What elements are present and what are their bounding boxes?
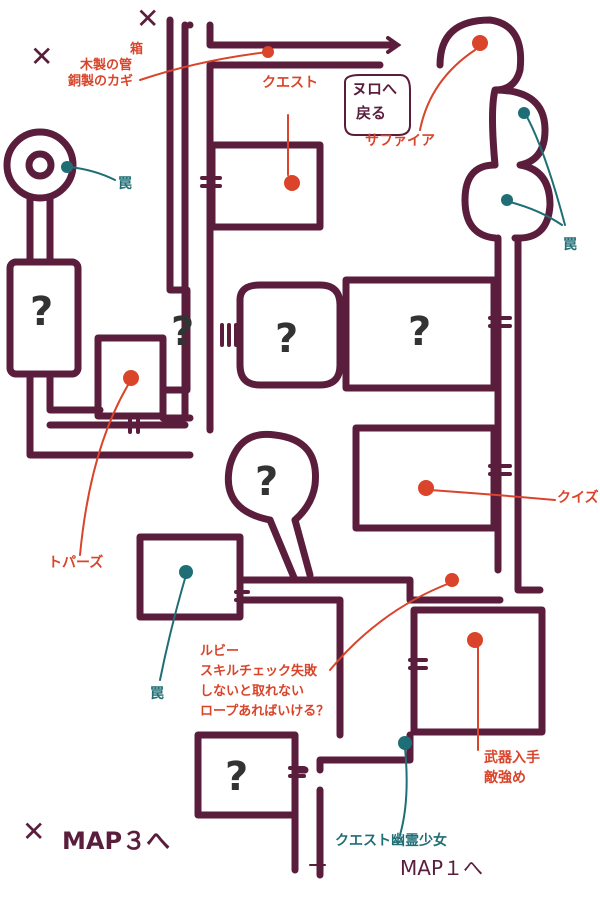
cross-icon: ✕ bbox=[30, 40, 54, 73]
bottom-corridor bbox=[291, 731, 414, 879]
unknown-corridor: ? bbox=[171, 309, 194, 355]
label-trap-left: 罠 bbox=[118, 176, 132, 192]
lead-sapphire bbox=[419, 49, 476, 131]
weapon-marker bbox=[467, 632, 483, 648]
room-center-round bbox=[236, 281, 344, 389]
label-box: 箱 bbox=[130, 42, 144, 57]
topaz-marker bbox=[123, 370, 139, 386]
lead-quiz bbox=[429, 489, 556, 501]
label-ruby-4: ロープあればいける？ bbox=[200, 704, 330, 719]
unknown-center-right: ? bbox=[408, 309, 431, 355]
link-map3[interactable]: MAP３へ bbox=[62, 827, 171, 855]
label-back-1: ヌロへ bbox=[352, 80, 398, 98]
balloon-corridor bbox=[266, 516, 314, 584]
round-room-top-left bbox=[3, 128, 77, 202]
sign-bubble bbox=[344, 74, 411, 136]
label-copper-key: 銅製のカギ bbox=[68, 74, 134, 89]
label-back-2: 戻る bbox=[356, 104, 387, 122]
left-corridor bbox=[26, 194, 194, 459]
mid-corridor bbox=[236, 576, 504, 739]
label-weapon-1: 武器入手 bbox=[484, 750, 540, 766]
lead-trap-bottom bbox=[159, 574, 187, 681]
label-quest: クエスト bbox=[262, 75, 318, 91]
lead-ruby bbox=[329, 582, 451, 671]
room-balloon bbox=[224, 430, 319, 524]
lead-trap-right bbox=[509, 114, 566, 226]
unknown-balloon: ? bbox=[255, 459, 278, 505]
trap-ring bbox=[25, 150, 55, 180]
cross-icon: ✕ bbox=[22, 815, 46, 848]
trap-marker-right-2 bbox=[501, 194, 513, 206]
label-ruby-2: スキルチェック失敗 bbox=[200, 664, 318, 679]
lead-trap-left bbox=[69, 166, 116, 181]
unknown-bottom: ? bbox=[225, 754, 248, 800]
sapphire-marker bbox=[472, 35, 488, 51]
unknown-left: ? bbox=[30, 289, 53, 335]
trap-marker-left bbox=[61, 161, 73, 173]
ghost-marker bbox=[398, 736, 412, 750]
right-corridor bbox=[494, 234, 544, 594]
right-round-rooms bbox=[436, 16, 554, 242]
topaz-corridor bbox=[159, 16, 194, 422]
door-center bbox=[220, 323, 238, 347]
room-quest bbox=[208, 141, 324, 231]
unknown-center-round: ? bbox=[275, 316, 298, 362]
top-corridor bbox=[186, 21, 394, 434]
label-wood-pipe: 木製の管 bbox=[80, 58, 133, 73]
quiz-marker bbox=[418, 480, 434, 496]
label-sapphire: サファイア bbox=[365, 133, 435, 149]
quest-marker bbox=[284, 175, 300, 191]
room-quiz bbox=[352, 424, 498, 532]
label-quiz: クイズ bbox=[557, 490, 599, 506]
room-left-unknown bbox=[6, 258, 82, 378]
label-quest-ghost: クエスト幽霊少女 bbox=[335, 833, 447, 849]
label-ruby-3: しないと取れない bbox=[200, 684, 305, 699]
link-map1[interactable]: MAP１へ bbox=[400, 856, 483, 880]
label-topaz: トパーズ bbox=[48, 555, 104, 571]
lead-topaz bbox=[79, 384, 129, 556]
label-trap-right: 罠 bbox=[563, 237, 577, 253]
label-ruby-1: ルビー bbox=[200, 644, 240, 659]
arrow-right-icon bbox=[368, 36, 402, 54]
lead-box bbox=[139, 51, 269, 81]
room-topaz bbox=[94, 334, 167, 420]
door bbox=[128, 176, 512, 778]
lead-ghost bbox=[399, 747, 408, 836]
trap-marker-bottom bbox=[179, 565, 193, 579]
label-trap-bottom: 罠 bbox=[150, 686, 164, 702]
room-center-right bbox=[342, 276, 498, 392]
cross-icon: ✕ bbox=[136, 2, 160, 35]
label-weapon-2: 敵強め bbox=[484, 770, 526, 786]
